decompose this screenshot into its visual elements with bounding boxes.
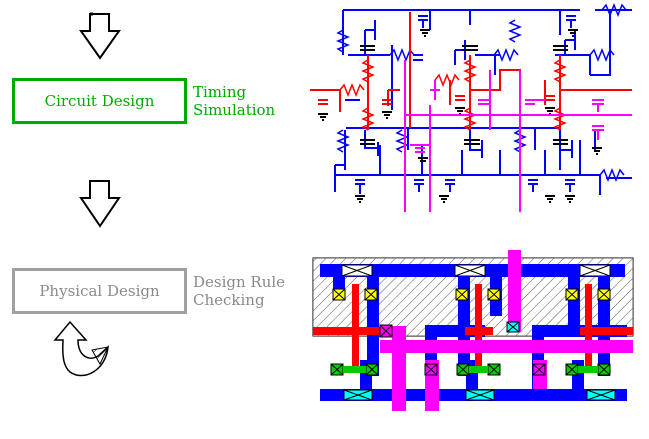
circuit-design-label: Circuit Design: [44, 92, 155, 110]
physical-layout: [312, 250, 634, 411]
loop-arrow-icon: [53, 320, 109, 377]
physical-design-label: Physical Design: [39, 282, 160, 300]
down-arrow-icon: [79, 12, 121, 60]
drc-line2: Checking: [193, 291, 265, 309]
timing-line1: Timing: [193, 83, 247, 101]
down-arrow-icon: [79, 180, 121, 228]
timing-simulation-label: Timing Simulation: [193, 83, 275, 119]
circuit-design-box: Circuit Design: [12, 78, 187, 124]
drc-line1: Design Rule: [193, 273, 286, 291]
design-rule-checking-label: Design Rule Checking: [193, 273, 285, 309]
circuit-schematic: [310, 2, 632, 212]
timing-line2: Simulation: [193, 101, 276, 119]
physical-design-box: Physical Design: [12, 268, 187, 314]
